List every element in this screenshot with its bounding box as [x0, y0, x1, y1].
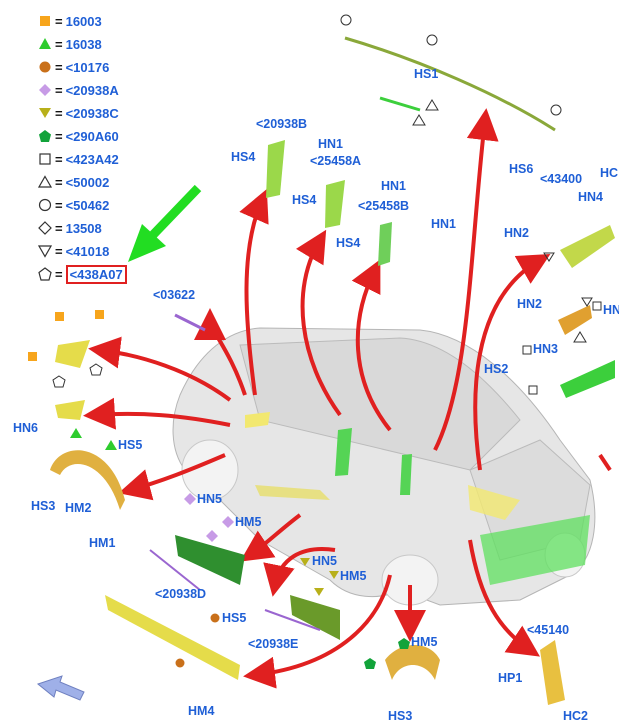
callout-label[interactable]: <43400 — [540, 172, 583, 186]
legend-equals: = — [55, 197, 63, 213]
callout-label[interactable]: <20938E — [248, 637, 299, 651]
legend-row: = 16038 — [38, 35, 102, 53]
legend-row: = 16003 — [38, 12, 102, 30]
legend-equals: = — [55, 220, 63, 236]
legend-row: = <20938C — [38, 104, 119, 122]
legend-equals: = — [55, 128, 63, 144]
callout-label[interactable]: <03622 — [153, 288, 196, 302]
legend-equals: = — [55, 266, 63, 282]
filled-circle-icon — [38, 60, 52, 74]
callout-label[interactable]: HM5 — [411, 635, 438, 649]
callout-label[interactable]: HN5 — [312, 554, 338, 568]
callout-label[interactable]: HN2 — [504, 226, 530, 240]
callout-label[interactable]: HN3 — [533, 342, 559, 356]
callout-label[interactable]: HM1 — [89, 536, 116, 550]
callout-label[interactable]: HN1 — [381, 179, 407, 193]
legend-code: <20938C — [65, 105, 119, 121]
legend-code: <41018 — [65, 243, 110, 259]
legend-equals: = — [55, 82, 63, 98]
vehicle-body — [172, 327, 596, 606]
legend-equals: = — [55, 243, 63, 259]
legend-equals: = — [55, 174, 63, 190]
callout-label[interactable]: HN1 — [318, 137, 344, 151]
callout-label[interactable]: HN6 — [13, 421, 39, 435]
legend-row: = 13508 — [38, 219, 102, 237]
legend-code: <50002 — [65, 174, 110, 190]
legend-code: <290A60 — [65, 128, 119, 144]
callout-label[interactable]: HC2 — [563, 709, 589, 723]
legend-equals: = — [55, 105, 63, 121]
legend-equals: = — [55, 36, 63, 52]
callout-label[interactable]: HM4 — [188, 704, 215, 718]
filled-triangle-down-icon — [38, 106, 52, 120]
filled-triangle-up-icon — [38, 37, 52, 51]
legend-code: 13508 — [65, 220, 102, 236]
legend-row: = <10176 — [38, 58, 109, 76]
legend-row: = <50462 — [38, 196, 109, 214]
legend-equals: = — [55, 13, 63, 29]
callout-label[interactable]: HM2 — [65, 501, 92, 515]
outline-triangle-down-icon — [37, 244, 53, 258]
filled-square-icon — [38, 14, 52, 28]
legend-row: = <41018 — [37, 242, 110, 260]
callout-label[interactable]: HS5 — [222, 611, 247, 625]
callout-label[interactable]: HM5 — [235, 515, 262, 529]
callout-label[interactable]: HS5 — [118, 438, 143, 452]
callout-label[interactable]: HN1 — [431, 217, 457, 231]
outline-pentagon-icon — [38, 267, 52, 281]
legend-row: = <20938A — [38, 81, 119, 99]
callout-label[interactable]: <20938D — [155, 587, 207, 601]
legend-row: = <290A60 — [38, 127, 119, 145]
green-pointer-arrow — [128, 184, 202, 262]
legend-code: <20938A — [65, 82, 119, 98]
outline-square-icon — [38, 152, 52, 166]
part-markers — [28, 14, 602, 669]
legend-equals: = — [55, 151, 63, 167]
callout-label[interactable]: HC — [600, 166, 619, 180]
callout-label[interactable]: HN — [603, 303, 619, 317]
callout-label[interactable]: HS1 — [414, 67, 439, 81]
view-orientation-arrow — [36, 675, 85, 701]
callout-label[interactable]: HS3 — [388, 709, 413, 723]
callout-label[interactable]: <25458A — [310, 154, 362, 168]
filled-pentagon-icon — [38, 129, 52, 143]
callout-label[interactable]: HM5 — [340, 569, 367, 583]
callout-label[interactable]: <45140 — [527, 623, 570, 637]
parts — [50, 36, 615, 705]
legend-row: = <423A42 — [38, 150, 119, 168]
callout-label[interactable]: HS6 — [509, 162, 534, 176]
outline-circle-icon — [38, 198, 52, 212]
outline-triangle-up-icon — [37, 175, 53, 189]
legend-row: = <438A07 — [38, 264, 127, 284]
callout-label[interactable]: HS4 — [231, 150, 256, 164]
callout-label[interactable]: HN2 — [517, 297, 543, 311]
callout-label[interactable]: HN5 — [197, 492, 223, 506]
legend-code: 16003 — [65, 13, 102, 29]
legend-code: <10176 — [65, 59, 110, 75]
callout-label[interactable]: HS3 — [31, 499, 56, 513]
callout-label[interactable]: <20938B — [256, 117, 308, 131]
legend-equals: = — [55, 59, 63, 75]
red-arrows — [83, 108, 612, 689]
legend-code-highlighted[interactable]: <438A07 — [65, 264, 127, 284]
callout-label[interactable]: HN4 — [578, 190, 604, 204]
legend-code: <50462 — [65, 197, 110, 213]
callout-label[interactable]: HS2 — [484, 362, 509, 376]
legend-code: 16038 — [65, 36, 102, 52]
outline-diamond-icon — [38, 221, 52, 235]
callout-label[interactable]: <25458B — [358, 199, 410, 213]
callout-label[interactable]: HP1 — [498, 671, 523, 685]
legend-code: <423A42 — [65, 151, 119, 167]
callout-label[interactable]: HS4 — [292, 193, 317, 207]
callout-label[interactable]: HS4 — [336, 236, 361, 250]
legend-row: = <50002 — [37, 173, 110, 191]
filled-diamond-icon — [38, 83, 52, 97]
